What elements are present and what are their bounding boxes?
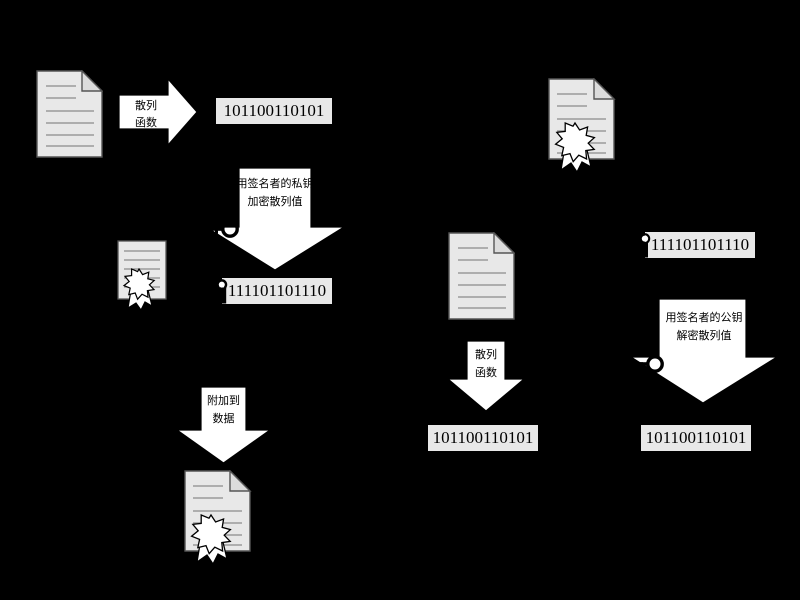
hash-value-box-signing: 101100110101 xyxy=(216,98,332,124)
signature-value-box-verification: 111101101110 xyxy=(645,232,755,258)
signed-document-icon-signing xyxy=(184,470,252,565)
hash-function-arrow-verification: 散列 函数 xyxy=(447,340,525,412)
signature-certificate-icon xyxy=(117,240,167,312)
computed-hash-box: 101100110101 xyxy=(428,425,538,451)
source-document-icon xyxy=(36,70,103,158)
signature-value-box-signing: 111101101110 xyxy=(222,278,332,304)
lock-icon-signing xyxy=(213,276,229,304)
decrypt-with-public-key-arrow: 用签名者的公钥 解密散列值 xyxy=(630,298,778,404)
signed-document-icon-verification xyxy=(548,78,616,173)
attach-to-data-arrow: 附加到 数据 xyxy=(176,386,271,464)
hash-function-arrow-signing: 散列 函数 xyxy=(118,78,198,146)
data-document-icon-verification xyxy=(448,232,515,320)
lock-icon-verification xyxy=(636,230,652,258)
decrypted-hash-box: 101100110101 xyxy=(641,425,751,451)
encrypt-with-private-key-arrow: 用签名者的私钥 加密散列值 xyxy=(205,167,345,271)
